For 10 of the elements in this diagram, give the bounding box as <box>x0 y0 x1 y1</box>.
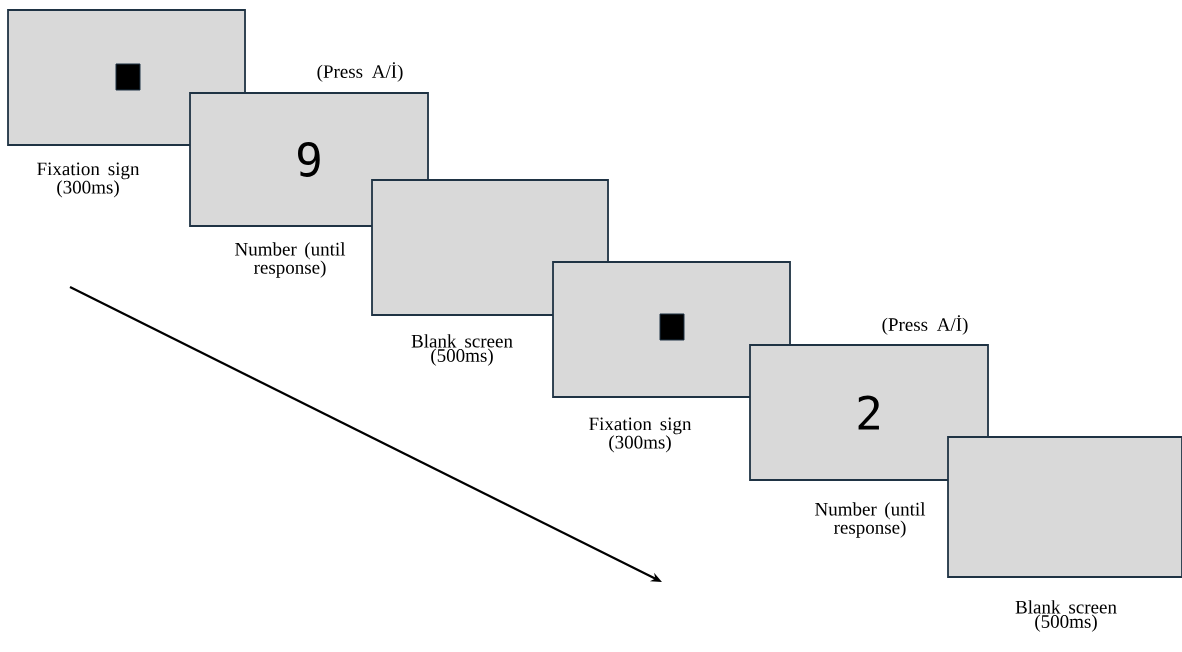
fixation-screen <box>552 261 791 398</box>
screen-with-number: 2 <box>749 344 989 481</box>
blank-screen <box>947 436 1182 578</box>
screen-caption: Number (until response) <box>815 502 926 538</box>
screen-caption: Blank screen (500ms) <box>411 334 513 366</box>
key-hint: (Press A/İ) <box>882 315 968 335</box>
blank-screen <box>371 179 609 316</box>
screen-caption: Number (until response) <box>235 242 346 278</box>
key-hint: (Press A/İ) <box>317 62 403 82</box>
screen-with-number: 9 <box>189 92 429 227</box>
